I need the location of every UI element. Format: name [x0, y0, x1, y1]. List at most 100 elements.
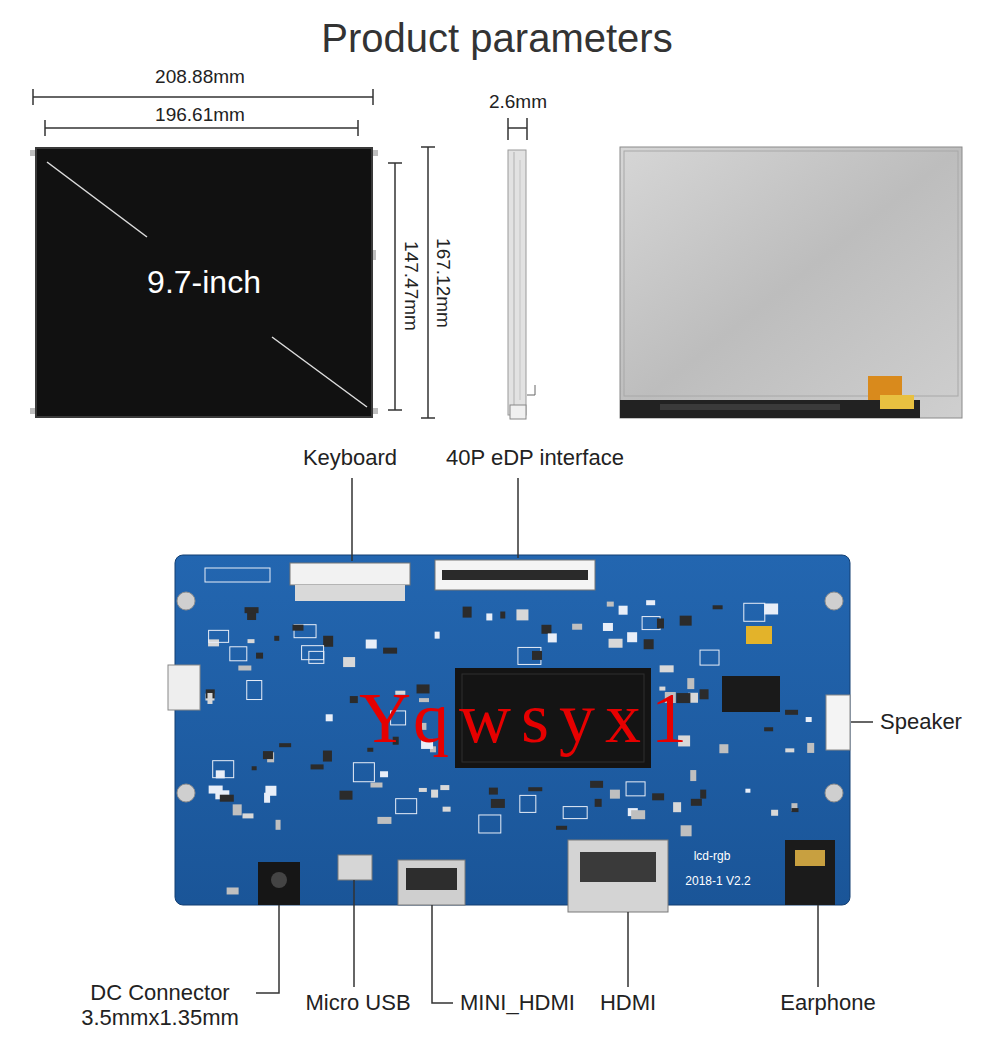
smd-component	[491, 799, 505, 808]
shape	[388, 162, 402, 164]
smd-component	[265, 786, 276, 796]
dimension: 167.12mm	[432, 238, 454, 328]
smd-component	[609, 639, 623, 648]
smd-component	[383, 648, 397, 654]
shape	[357, 120, 359, 136]
shape	[177, 592, 195, 610]
smd-component	[719, 744, 728, 753]
shape	[627, 912, 629, 987]
smd-component	[326, 714, 333, 721]
screen-panel: 9.7-inch	[35, 147, 373, 418]
smd-component	[247, 613, 256, 620]
smd-component	[657, 618, 664, 628]
smd-component	[276, 820, 281, 830]
shape	[45, 127, 358, 129]
shape	[338, 855, 372, 880]
title: Product parameters	[321, 15, 672, 61]
smd-component	[377, 817, 391, 824]
shape	[568, 840, 668, 912]
smd-component	[627, 632, 637, 642]
smd-component	[242, 813, 253, 818]
smd-component	[245, 607, 259, 613]
smd-component	[500, 612, 505, 619]
shape	[295, 585, 405, 601]
shape	[432, 905, 453, 1003]
smd-component	[208, 639, 219, 646]
shape	[514, 152, 515, 412]
shape	[620, 147, 962, 418]
part-label: Micro USB	[305, 990, 410, 1015]
smd-component	[431, 790, 438, 798]
smd-component	[590, 781, 603, 788]
smd-component	[396, 799, 417, 814]
smd-component	[323, 751, 332, 762]
shape	[351, 478, 353, 561]
smd-component	[279, 743, 291, 747]
smd-component	[230, 647, 247, 661]
side-view	[508, 150, 535, 419]
smd-component	[302, 646, 324, 660]
smd-component	[607, 602, 614, 607]
shape	[507, 118, 509, 140]
smd-component	[785, 710, 798, 715]
smd-component	[435, 632, 440, 639]
shape	[406, 868, 457, 890]
smd-component	[528, 787, 542, 791]
back-view	[620, 147, 962, 418]
smd-component	[745, 789, 750, 793]
shape	[398, 860, 465, 905]
shape	[372, 89, 374, 105]
smd-component	[785, 748, 794, 752]
smd-component	[353, 763, 374, 782]
shape	[421, 146, 435, 148]
shape	[177, 784, 195, 802]
smd-component	[806, 717, 812, 722]
smd-component	[370, 783, 382, 788]
shape	[44, 120, 46, 136]
smd-component	[563, 807, 587, 819]
smd-component	[791, 808, 798, 812]
dimension: 208.88mm	[155, 66, 245, 88]
shape	[825, 784, 843, 802]
shape	[33, 96, 373, 98]
smd-component	[652, 793, 664, 800]
shape	[168, 665, 200, 710]
smd-component	[764, 727, 773, 731]
smd-component	[309, 651, 324, 663]
shape	[624, 151, 958, 396]
smd-component	[595, 799, 602, 807]
shape	[851, 721, 873, 723]
smd-component	[673, 802, 681, 812]
shape	[660, 404, 840, 410]
smd-component	[247, 681, 262, 700]
shape	[421, 417, 435, 419]
shape	[746, 626, 772, 644]
smd-component	[626, 782, 645, 796]
smd-component	[238, 666, 251, 671]
shape	[271, 872, 287, 888]
screen-size: 9.7-inch	[147, 264, 261, 301]
smd-component	[339, 791, 352, 800]
smd-component	[220, 795, 234, 802]
smd-component	[227, 887, 239, 894]
smd-component	[207, 693, 212, 704]
smd-component	[646, 600, 655, 605]
smd-component	[603, 623, 613, 631]
shape	[508, 127, 527, 129]
shape	[290, 563, 410, 585]
shape	[435, 560, 595, 590]
smd-component	[463, 607, 472, 618]
smd-component	[213, 761, 234, 778]
diagonal-line	[272, 337, 367, 407]
smd-component	[713, 605, 723, 609]
smd-component	[532, 651, 542, 660]
smd-component	[556, 826, 567, 830]
smd-component	[209, 630, 229, 642]
smd-component	[489, 788, 498, 795]
part-label: DC Connector 3.5mmx1.35mm	[73, 980, 248, 1030]
diagonal-line	[47, 162, 147, 237]
smd-component	[700, 790, 706, 799]
smd-component	[541, 625, 551, 634]
part-label: MINI_HDMI	[460, 990, 575, 1015]
